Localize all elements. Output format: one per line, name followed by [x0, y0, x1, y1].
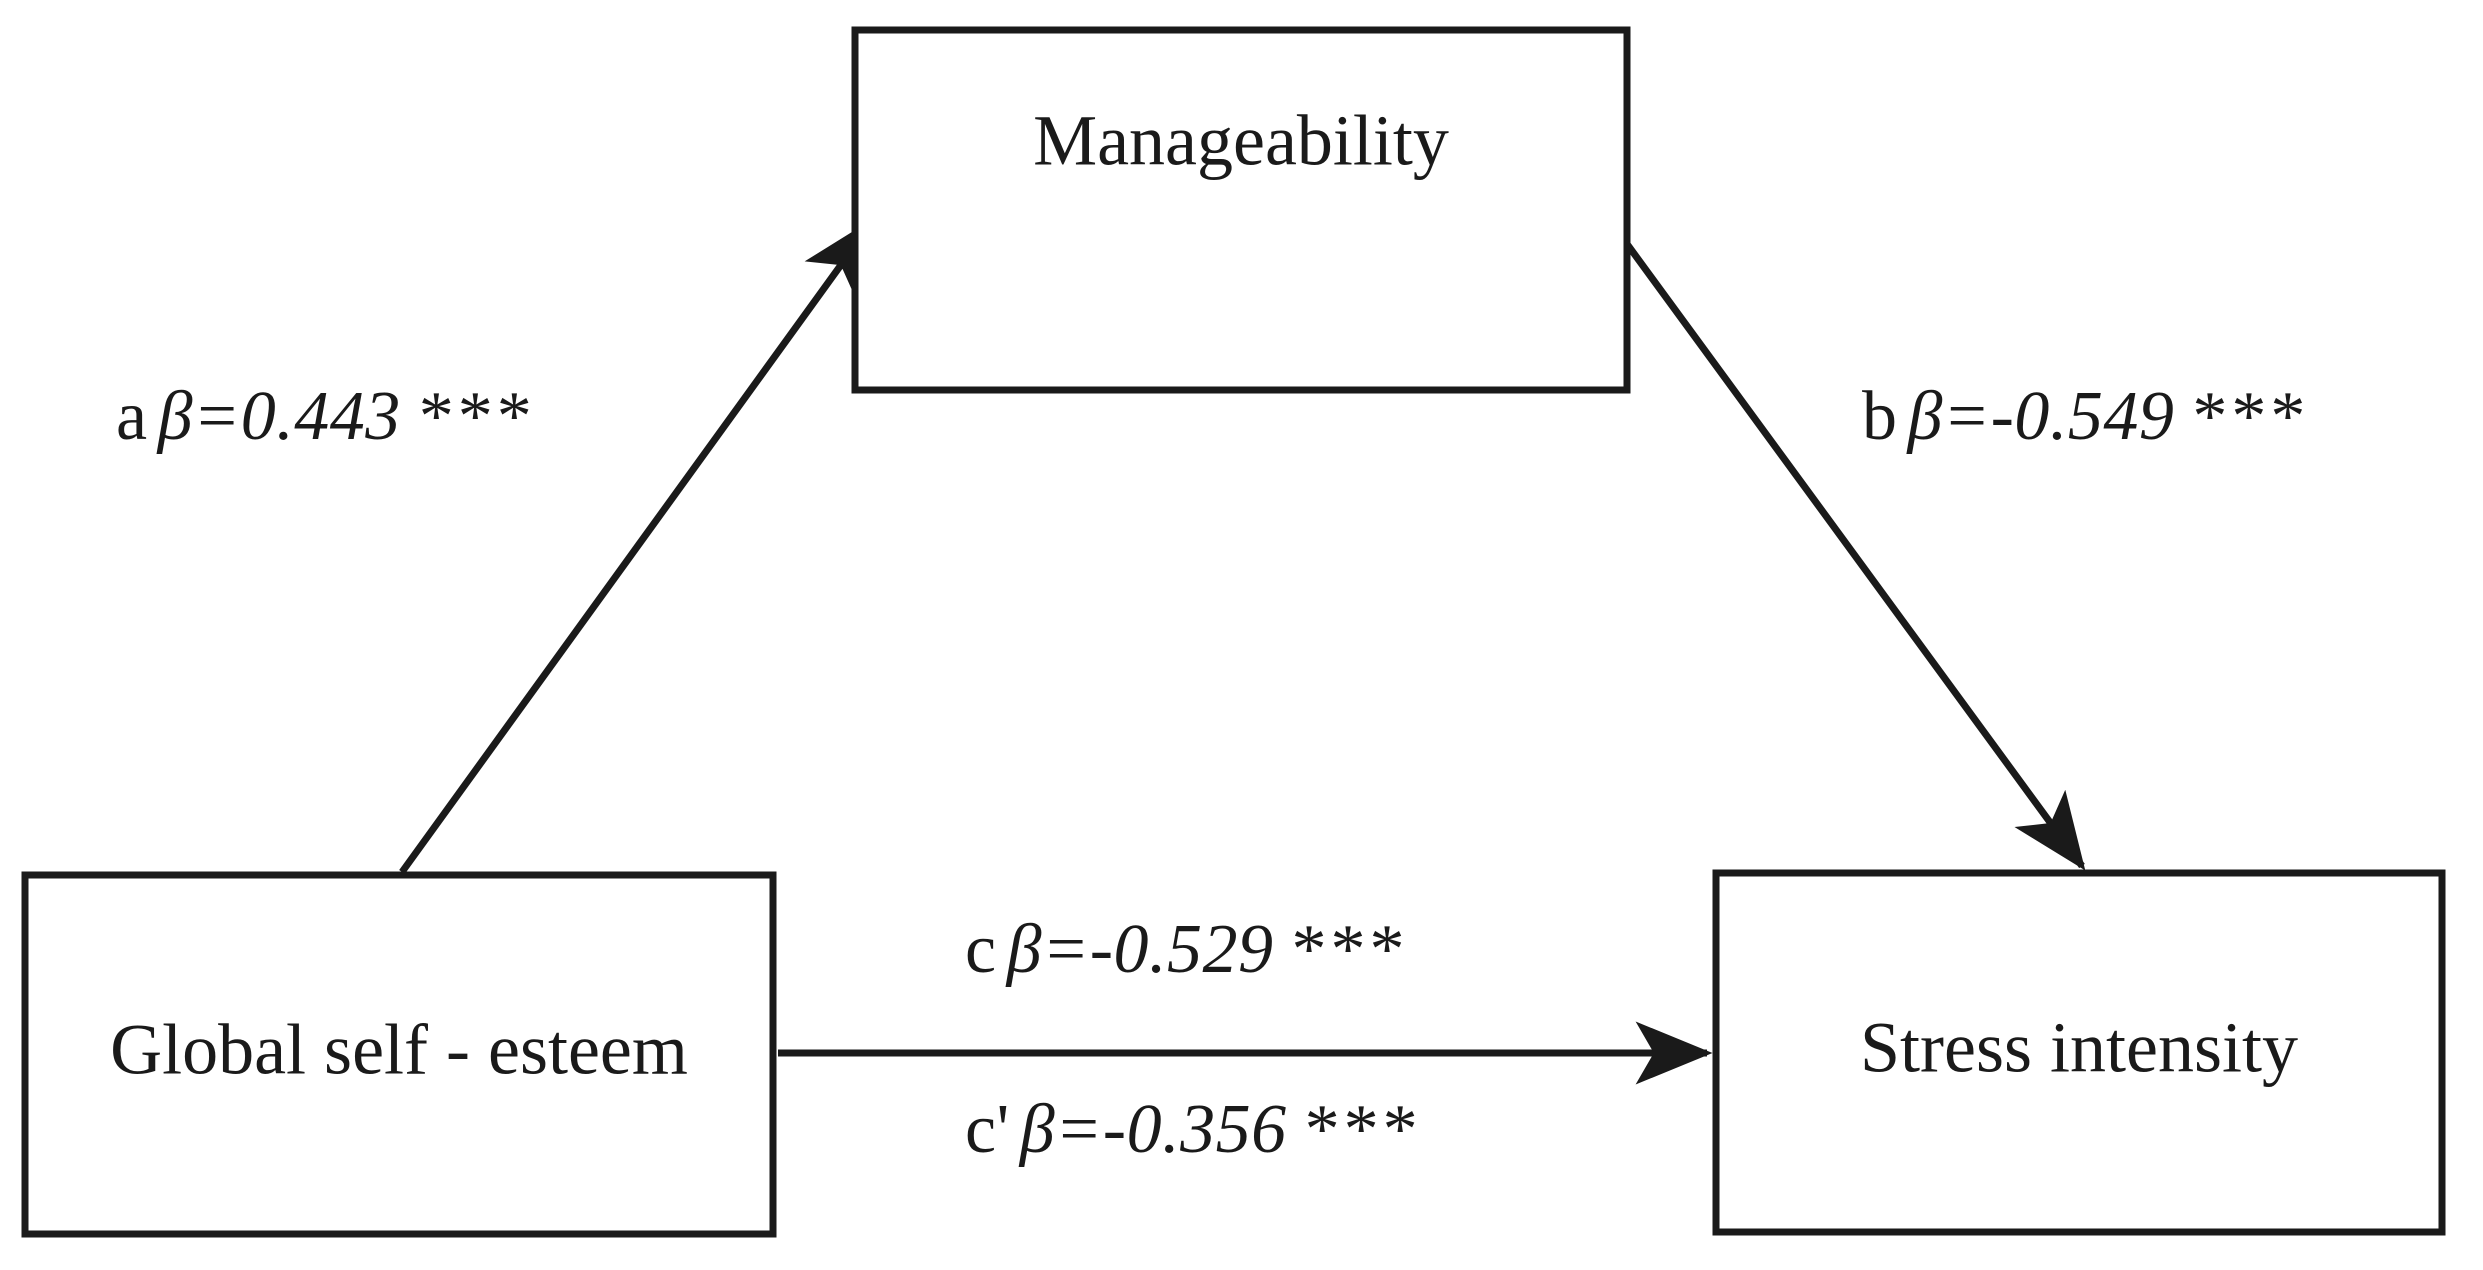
path-label-c-prime: c'β=-0.356*** — [965, 1095, 1422, 1165]
path-label-c-stars: *** — [1291, 911, 1409, 988]
path-label-c-value: -0.529 — [1089, 911, 1274, 988]
node-label-global-self-esteem: Global self - esteem — [110, 1010, 688, 1090]
path-label-c-prime-value: -0.356 — [1102, 1091, 1287, 1168]
path-label-b-stars: *** — [2192, 378, 2310, 455]
path-label-a-stars: *** — [418, 378, 536, 455]
path-label-a-name: a — [116, 378, 148, 455]
path-label-c-beta: β= — [1006, 911, 1090, 988]
path-label-c-name: c — [965, 911, 997, 988]
path-arrow-a — [399, 217, 876, 875]
path-arrow-b — [1605, 215, 2086, 871]
path-label-c-prime-name: c' — [965, 1091, 1010, 1168]
path-label-b-beta: β= — [1907, 378, 1991, 455]
node-label-stress-intensity: Stress intensity — [1860, 1008, 2298, 1088]
path-label-b-name: b — [1862, 378, 1898, 455]
node-label-manageability: Manageability — [1033, 101, 1449, 181]
node-box-global-self-esteem — [21, 871, 777, 1238]
path-label-a-value: 0.443 — [240, 378, 401, 455]
path-label-b-value: -0.549 — [1990, 378, 2175, 455]
node-box-manageability — [851, 26, 1631, 394]
path-label-c-prime-stars: *** — [1304, 1091, 1422, 1168]
path-label-a-beta: β= — [157, 378, 241, 455]
path-label-c-prime-beta: β= — [1019, 1091, 1103, 1168]
node-box-stress-intensity — [1712, 869, 2446, 1236]
